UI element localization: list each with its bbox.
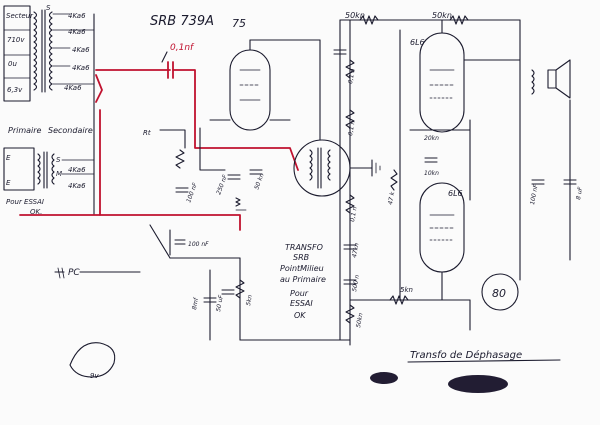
svg-text:ESSAI: ESSAI: [290, 299, 313, 308]
transfo-note: TRANSFO: [285, 243, 323, 252]
primary-label: Primaire: [8, 126, 42, 135]
svg-text:250 nF: 250 nF: [215, 173, 229, 195]
blob-outline: [69, 342, 116, 378]
red-signal-path: 0,1nf: [19, 43, 299, 231]
dial-label: 80: [492, 287, 506, 300]
svg-text:PointMilieu: PointMilieu: [280, 264, 324, 273]
tap-label: 710v: [7, 36, 25, 44]
page-number: 75: [232, 17, 246, 30]
svg-text:100 nF: 100 nF: [529, 183, 540, 205]
output-tube-top: 6L6: [410, 19, 521, 133]
dial: 80: [481, 273, 519, 311]
svg-text:4Ka6: 4Ka6: [68, 166, 86, 174]
tube-envelope: [229, 49, 271, 131]
svg-text:4Ka6: 4Ka6: [68, 182, 86, 190]
svg-text:500 n: 500 n: [351, 274, 361, 292]
svg-text:10kn: 10kn: [424, 170, 439, 177]
svg-text:OK: OK: [294, 311, 306, 320]
svg-text:20kn: 20kn: [424, 135, 439, 142]
phase-transformer-outline: [293, 139, 351, 197]
tube-envelope: [419, 32, 465, 133]
bottom-left-component: 9v: [69, 342, 116, 380]
lower-left-section: 100 nF PC 8mf 50 uF 5kn: [54, 224, 351, 341]
secondary-label: Secondaire: [48, 126, 93, 135]
tap-label: S: [46, 4, 51, 12]
svg-text:0,1 n: 0,1 n: [349, 206, 359, 222]
svg-text:100 nF: 100 nF: [188, 241, 209, 248]
svg-text:S: S: [56, 156, 61, 164]
tap-label: 6,3v: [7, 86, 23, 94]
primary-winding: [33, 11, 38, 91]
transformer-note: OK.: [30, 208, 42, 216]
svg-text:47 k: 47 k: [387, 191, 396, 206]
svg-text:50kn: 50kn: [355, 312, 365, 328]
svg-text:5kn: 5kn: [245, 294, 254, 306]
tail-resistor: 5kn: [349, 286, 471, 331]
svg-text:8 uF: 8 uF: [575, 186, 584, 201]
transformer-note: Pour ESSAI: [6, 198, 44, 206]
svg-text:9v: 9v: [90, 372, 99, 380]
tap-label: 0u: [8, 60, 17, 68]
tube-label: 6L6: [410, 38, 425, 47]
tap-label: 4Ka6: [68, 12, 86, 20]
svg-text:E: E: [6, 154, 11, 162]
svg-text:50kn: 50kn: [345, 11, 365, 20]
output-tube-bottom: 6L6: [419, 182, 465, 301]
svg-text:0,1 n: 0,1 n: [347, 68, 357, 84]
svg-text:0,1 n: 0,1 n: [347, 120, 357, 136]
tube-label: 6L6: [448, 189, 463, 198]
transformer-tap-box: [3, 5, 31, 102]
svg-text:47kn: 47kn: [351, 242, 361, 258]
speaker-section: 100 nF 8 uF: [519, 19, 584, 281]
svg-text:Rt: Rt: [143, 129, 151, 137]
svg-text:SRB: SRB: [293, 253, 309, 262]
ink-scribble: [448, 375, 508, 393]
bias-network: 20kn 10kn 47 k: [387, 29, 471, 301]
tap-label: 4Ka6: [72, 46, 90, 54]
svg-text:au Primaire: au Primaire: [280, 275, 326, 284]
schematic-title: SRB 739A: [150, 14, 214, 29]
svg-text:M: M: [56, 170, 62, 178]
svg-text:50kn: 50kn: [432, 11, 452, 20]
caption-block: Transfo de Déphasage: [370, 349, 561, 393]
power-transformer: Secteur 710v 0u 6,3v S 4Ka6 4Ka6 4Ka6 4K…: [3, 4, 95, 216]
svg-text:Pour: Pour: [290, 289, 309, 298]
tap-label: 4Ka6: [64, 84, 82, 92]
caption-text: Transfo de Déphasage: [410, 349, 522, 361]
svg-text:50 kn: 50 kn: [253, 172, 265, 190]
preamp-tube: [199, 39, 321, 171]
center-rails: 50kn 50kn 0,1 n 0,1 n 0,1 n 47kn 500 n 5…: [319, 11, 521, 346]
tap-label: 4Ka6: [72, 64, 90, 72]
pc-label: PC: [68, 268, 80, 278]
tap-label: Secteur: [6, 12, 34, 20]
svg-text:E: E: [6, 179, 11, 187]
svg-text:50 uF: 50 uF: [215, 294, 225, 312]
ink-scribble: [370, 372, 398, 384]
speaker-icon: [555, 59, 571, 99]
svg-text:5kn: 5kn: [400, 286, 413, 294]
output-transformer: E E S M 4Ka6 4Ka6 Pour ESSAI OK.: [3, 147, 95, 216]
output-transformer-box: [3, 147, 35, 191]
svg-text:8mf: 8mf: [191, 297, 200, 311]
tube-envelope: [419, 182, 465, 273]
coupling-cap-label: 0,1nf: [170, 43, 195, 53]
phase-transformer: TRANSFO SRB PointMilieu au Primaire Pour…: [280, 139, 381, 320]
secondary-winding: [48, 11, 53, 91]
tap-label: 4Ka6: [68, 28, 86, 36]
dial-outline: [481, 273, 519, 311]
